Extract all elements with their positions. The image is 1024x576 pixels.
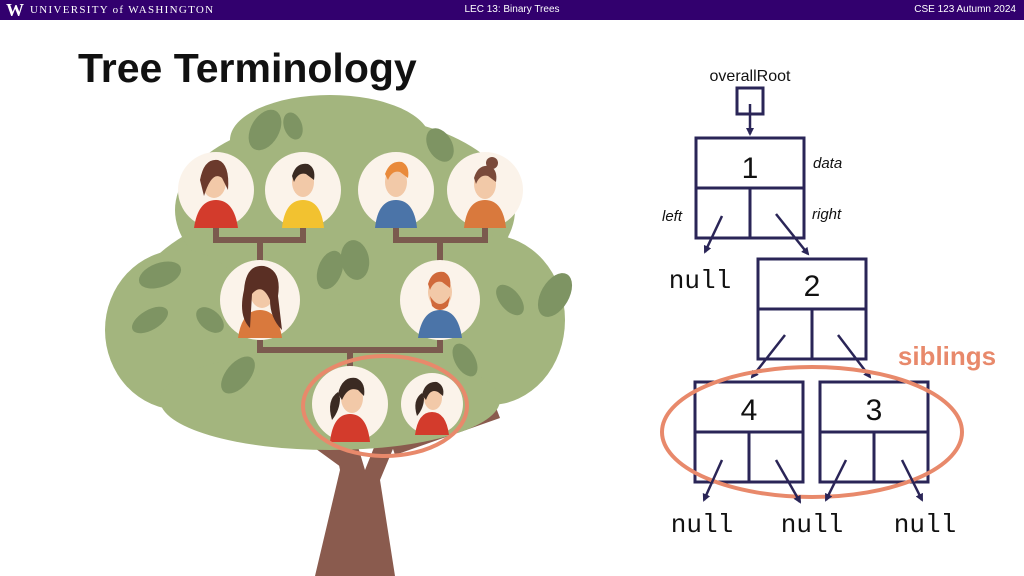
node-2-value: 2: [804, 270, 821, 303]
portrait-grandmother-1: [178, 152, 254, 228]
right-field-label: right: [812, 206, 842, 223]
node-4-right-arrow: [774, 459, 802, 504]
portrait-child-2: [401, 373, 463, 435]
tree-node-3: 3: [818, 380, 930, 484]
portrait-grandfather-1: [265, 152, 341, 228]
siblings-highlight-ring: [301, 354, 469, 458]
tree-node-4: 4: [693, 380, 805, 484]
university-name: UNIVERSITY of WASHINGTON: [30, 4, 215, 16]
lecture-title: LEC 13: Binary Trees: [464, 4, 560, 15]
node-4-left-arrow: [702, 459, 724, 502]
node-3-right-arrow: [900, 459, 924, 502]
family-connectors: [213, 225, 488, 368]
node-1-value: 1: [742, 152, 759, 185]
overall-root-label: overallRoot: [710, 68, 791, 85]
portrait-mother: [220, 260, 300, 340]
null-label: null: [671, 510, 733, 540]
slide-title: Tree Terminology: [78, 45, 417, 91]
left-field-label: left: [662, 208, 683, 225]
node-3-left-arrow: [824, 459, 848, 502]
portrait-child-1: [312, 366, 388, 442]
null-label: null: [669, 266, 731, 296]
node-3-value: 3: [866, 394, 883, 427]
tree-node-1: 1: [694, 136, 806, 240]
null-label: null: [781, 510, 843, 540]
node-1-right-arrow: [775, 213, 810, 256]
portrait-grandfather-2: [358, 152, 434, 228]
siblings-highlight-ellipse: [660, 365, 964, 499]
tree-leaves: [131, 109, 573, 394]
portrait-grandmother-2: [447, 152, 523, 228]
node-4-value: 4: [741, 394, 758, 427]
node-1-left-arrow: [703, 215, 724, 254]
portrait-father: [400, 260, 480, 340]
tree-node-2: 2: [756, 257, 868, 361]
header-bar: W UNIVERSITY of WASHINGTON LEC 13: Binar…: [0, 0, 1024, 20]
null-label: null: [894, 510, 956, 540]
course-label: CSE 123 Autumn 2024: [914, 4, 1016, 15]
uw-logo: W: [6, 0, 24, 20]
siblings-label: siblings: [898, 341, 996, 371]
data-field-label: data: [813, 155, 842, 172]
